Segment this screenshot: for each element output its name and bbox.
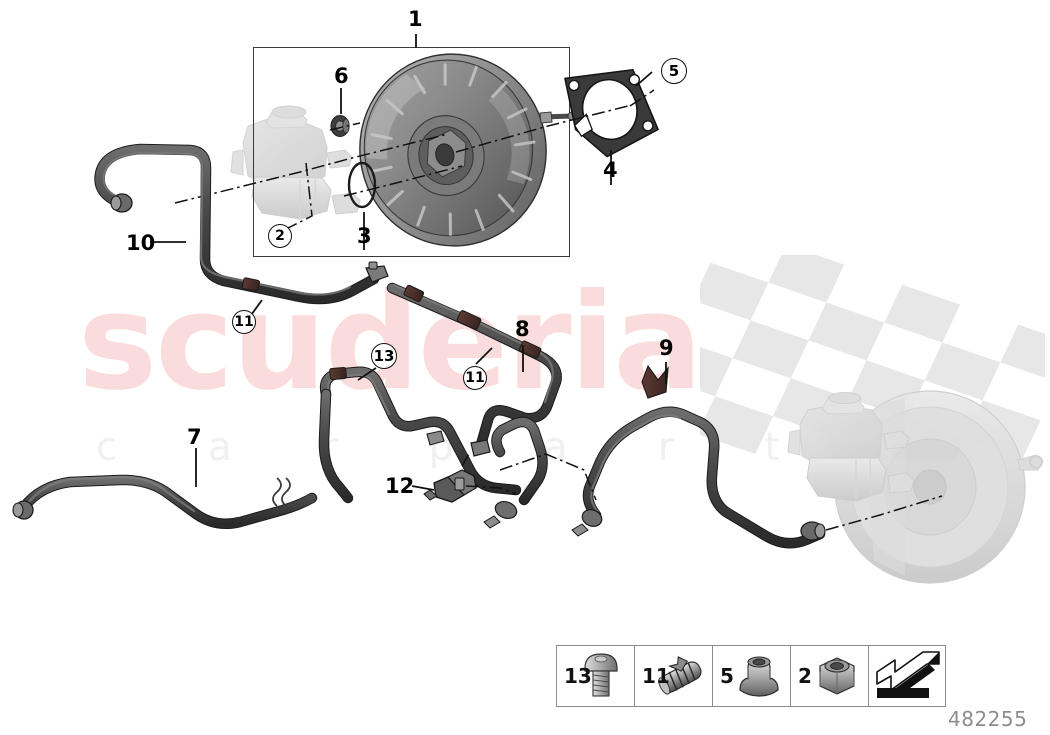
direction-arrow-icon	[871, 646, 943, 706]
parts-legend: 13 11	[556, 645, 946, 707]
centerlines-lower	[461, 451, 943, 531]
legend-number: 5	[720, 664, 734, 688]
callout-11-b: 11	[463, 366, 487, 390]
hose-end-fitting	[12, 500, 34, 520]
callout-8: 8	[515, 317, 530, 341]
callout-12: 12	[385, 474, 415, 498]
legend-item-flange-nut: 5	[712, 645, 790, 707]
legend-item-hose-clamp: 11	[634, 645, 712, 707]
vacuum-hose-branch-pair	[491, 416, 548, 506]
brake-servo-assembly-box	[253, 47, 570, 257]
hose-end-fitting	[426, 430, 445, 446]
legend-number: 11	[642, 664, 670, 688]
callout-1: 1	[408, 7, 423, 31]
lock-nut-icon	[810, 646, 864, 706]
legend-item-lock-nut: 2	[790, 645, 868, 707]
hose-end-fitting	[483, 500, 518, 529]
vacuum-hose-7	[12, 474, 318, 529]
legend-item-screw: 13	[556, 645, 634, 707]
spring-hose-clamp-icon	[654, 646, 708, 706]
checkered-flag-watermark	[700, 255, 1045, 460]
hose-end-fitting	[110, 193, 133, 213]
legend-number: 2	[798, 664, 812, 688]
legend-item-direction-arrow	[868, 645, 946, 707]
callout-7: 7	[187, 425, 202, 449]
callout-2: 2	[268, 224, 292, 248]
callout-4: 4	[603, 158, 618, 182]
legend-number: 13	[564, 664, 592, 688]
hose-end-fitting	[800, 521, 826, 541]
connector-12	[423, 469, 477, 503]
hose-end-fitting	[571, 509, 603, 537]
hose-end-fitting	[470, 439, 491, 457]
watermark-carparts: c a r p a r t s	[96, 425, 930, 470]
callout-10: 10	[126, 231, 156, 255]
callout-13: 13	[371, 343, 397, 369]
callout-5: 5	[661, 58, 687, 84]
flange-nut-icon	[732, 646, 786, 706]
callout-9: 9	[659, 336, 674, 360]
callout-3: 3	[357, 224, 372, 248]
vacuum-hose-13-branch	[318, 366, 522, 529]
callout-6: 6	[334, 64, 349, 88]
hose-clamp-11a	[241, 277, 260, 292]
pan-head-screw-icon	[576, 646, 630, 706]
vacuum-hose-9	[571, 364, 826, 549]
callout-11-a: 11	[232, 310, 256, 334]
gasket-4	[564, 68, 659, 158]
hose-end-fitting	[365, 261, 389, 283]
diagram-number: 482255	[948, 707, 1028, 731]
hose-clip-9	[641, 364, 669, 399]
